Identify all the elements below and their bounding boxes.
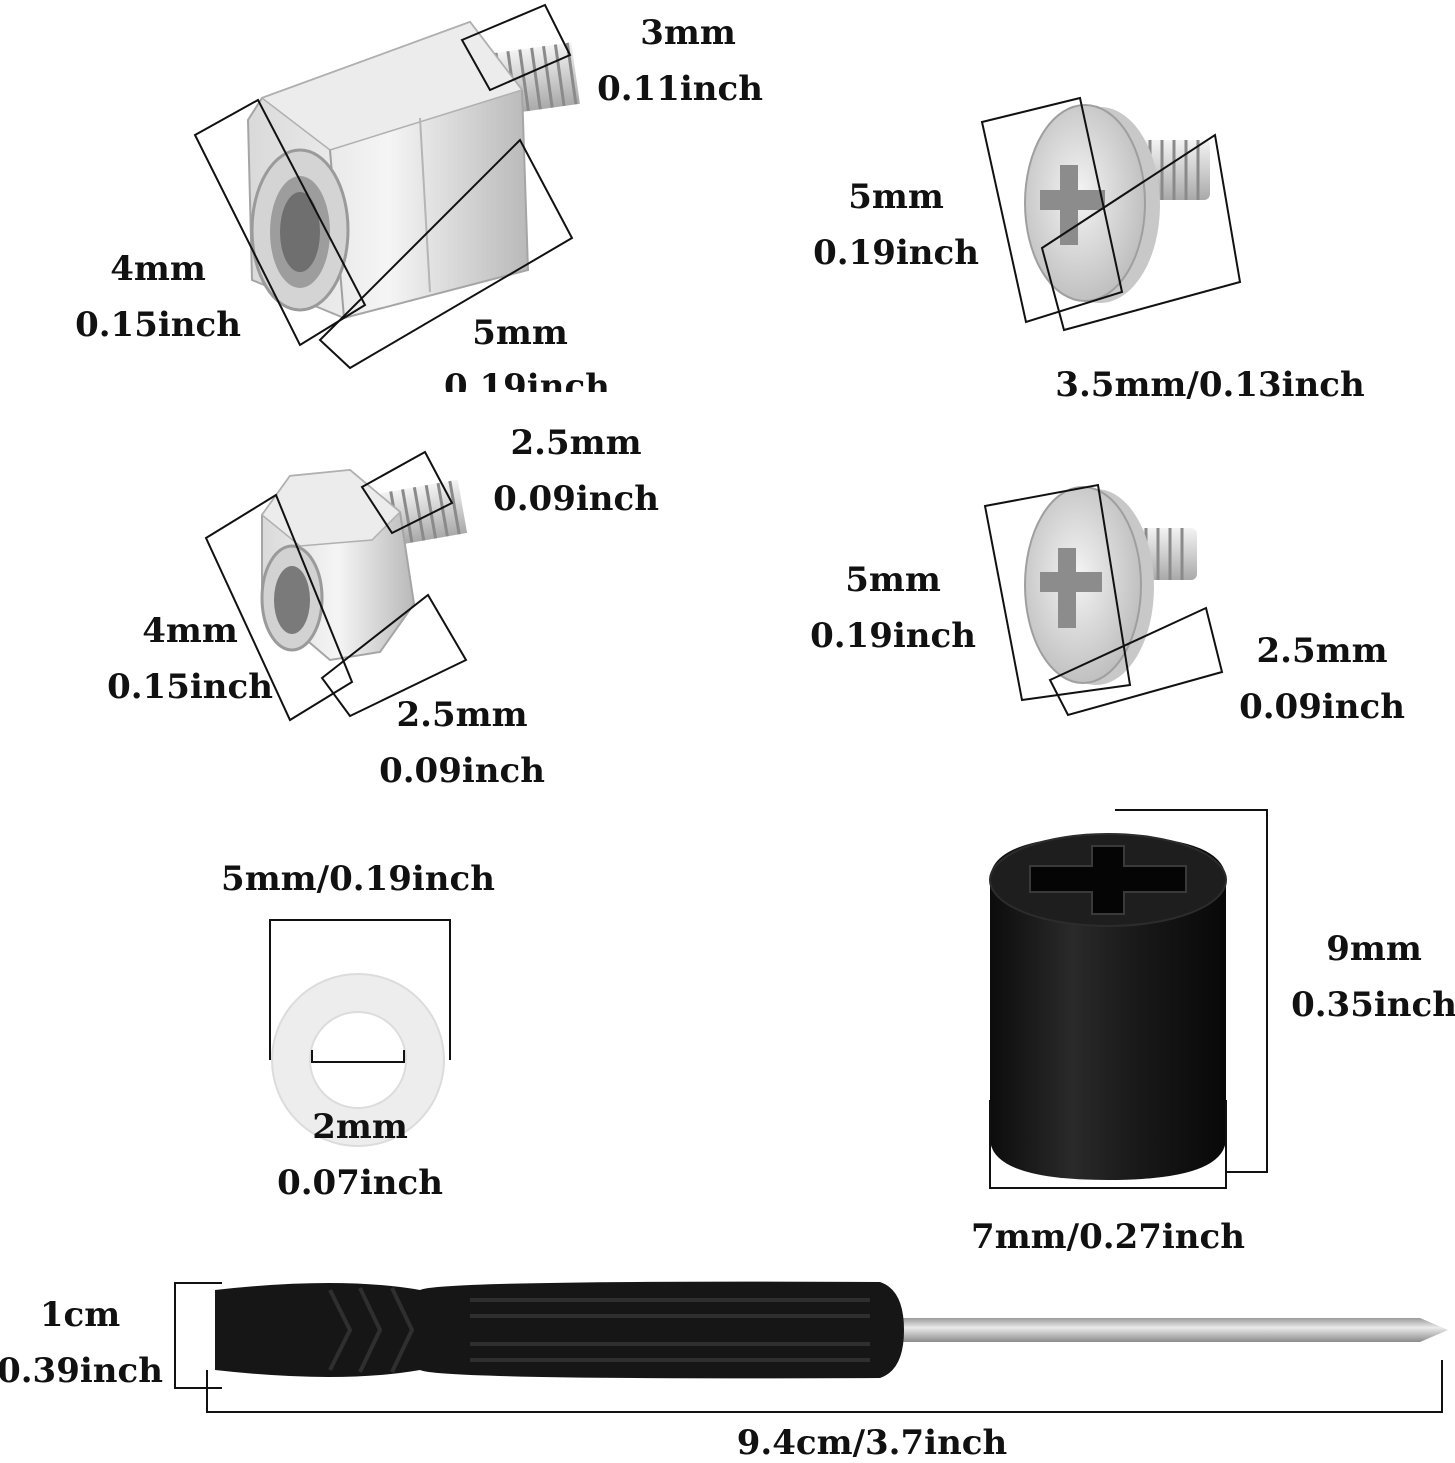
driver-bit-height-mm: 9mm <box>1326 929 1422 969</box>
standoff-small-image <box>204 450 468 722</box>
clip-mask-right <box>746 50 806 110</box>
driver-bit-width: 7mm/0.27inch <box>971 1217 1245 1257</box>
screw-large-head-inch: 0.19inch <box>813 233 979 273</box>
standoff-small-thread-inch: 0.09inch <box>493 479 659 519</box>
screw-small-length-inch: 0.09inch <box>1239 687 1405 727</box>
standoff-small-body-inch: 0.09inch <box>379 751 545 791</box>
standoff-small-thread-mm: 2.5mm <box>510 423 642 463</box>
standoff-small-body-mm: 2.5mm <box>396 695 528 735</box>
standoff-large-thread-inch: 0.11inch <box>597 69 763 109</box>
washer-inner-mm: 2mm <box>312 1107 408 1147</box>
washer-image <box>269 919 451 1147</box>
screw-small-head-mm: 5mm <box>845 560 941 600</box>
screw-small-image <box>983 483 1224 717</box>
driver-bit-image <box>989 809 1268 1189</box>
standoff-large-hex-inch: 0.15inch <box>75 305 241 345</box>
standoff-large-body-inch: 0.19inch <box>444 367 610 392</box>
screwdriver-diameter-cm: 1cm <box>39 1295 121 1335</box>
screw-small-head-inch: 0.19inch <box>810 616 976 656</box>
standoff-small-hex-inch: 0.15inch <box>107 667 273 707</box>
driver-bit-height-inch: 0.35inch <box>1291 985 1455 1025</box>
screwdriver-length: 9.4cm/3.7inch <box>736 1423 1008 1463</box>
standoff-large-body-mm: 5mm <box>472 313 568 353</box>
screw-large-image <box>980 96 1242 332</box>
standoff-large-body-inch-clip: 0.19inch <box>420 360 620 392</box>
standoff-small-hex-mm: 4mm <box>142 611 238 651</box>
washer-outer: 5mm/0.19inch <box>221 859 495 899</box>
screwdriver-image <box>174 1281 1448 1413</box>
standoff-large-thread-mm: 3mm <box>640 13 736 53</box>
screwdriver-diameter-inch: 0.39inch <box>0 1351 163 1391</box>
screw-large-length: 3.5mm/0.13inch <box>1055 365 1365 405</box>
standoff-large-hex-mm: 4mm <box>110 249 206 289</box>
screw-large-head-mm: 5mm <box>848 177 944 217</box>
washer-inner-inch: 0.07inch <box>277 1163 443 1203</box>
standoff-large-image <box>193 3 580 370</box>
screw-small-length-mm: 2.5mm <box>1256 631 1388 671</box>
